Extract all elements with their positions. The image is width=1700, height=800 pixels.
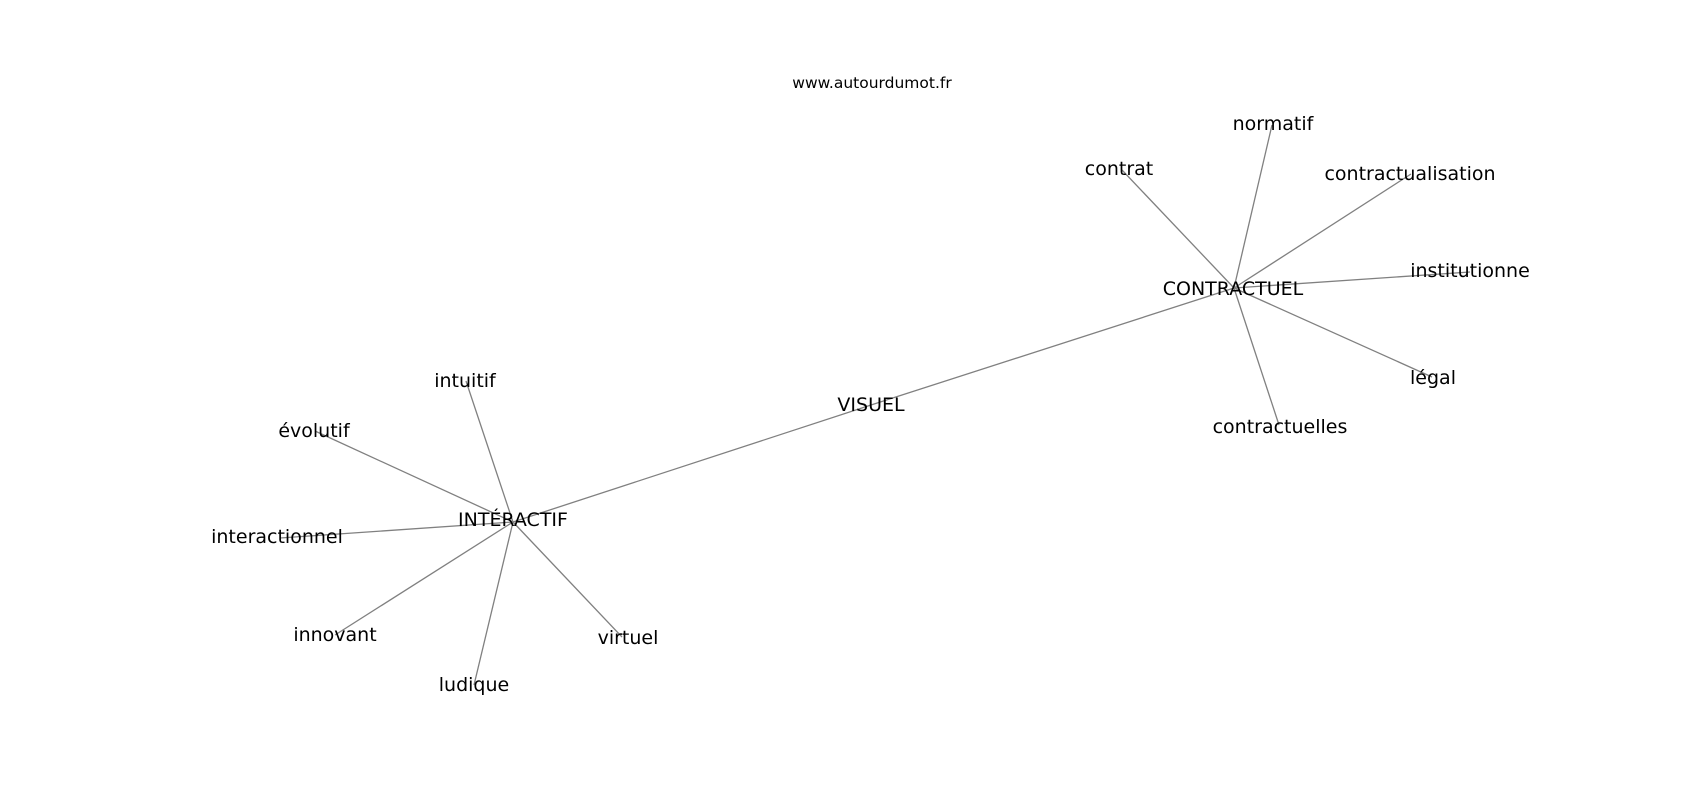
edge-interactif-ludique xyxy=(473,521,514,686)
node-contractualisation: contractualisation xyxy=(1324,163,1495,185)
edge-interactif-evolutif xyxy=(314,430,514,523)
node-ludique: ludique xyxy=(439,674,509,696)
edge-interactif-innovant xyxy=(334,521,514,636)
edge-contractuel-contractuelles xyxy=(1233,287,1280,426)
graph-node-labels: VISUEL INTÉRACTIF CONTRACTUEL intuitif é… xyxy=(211,113,1530,696)
node-normatif: normatif xyxy=(1233,113,1315,135)
edge-contractuel-institutionne xyxy=(1233,271,1471,289)
edge-contractuel-legal xyxy=(1233,287,1433,378)
edge-contractuel-normatif xyxy=(1233,124,1273,289)
node-virtuel: virtuel xyxy=(598,627,659,649)
node-legal: légal xyxy=(1410,367,1456,389)
node-contractuelles: contractuelles xyxy=(1213,416,1348,438)
node-contractuel: CONTRACTUEL xyxy=(1163,278,1304,300)
graph-edges xyxy=(279,124,1471,686)
edge-contractuel-contractualisation xyxy=(1233,173,1412,289)
site-credit: www.autourdumot.fr xyxy=(792,74,952,92)
node-innovant: innovant xyxy=(293,624,376,646)
node-interactif: INTÉRACTIF xyxy=(458,508,568,531)
node-contrat: contrat xyxy=(1085,158,1153,180)
edge-visuel-contractuel xyxy=(870,287,1235,406)
edge-interactif-intuitif xyxy=(465,380,514,523)
edge-contractuel-contrat xyxy=(1121,169,1235,289)
node-evolutif: évolutif xyxy=(278,420,351,442)
node-intuitif: intuitif xyxy=(434,370,497,392)
node-interactionnel: interactionnel xyxy=(211,526,343,548)
node-institutionne: institutionne xyxy=(1410,260,1530,282)
edge-interactif-virtuel xyxy=(512,521,623,638)
node-visuel: VISUEL xyxy=(837,394,905,416)
edge-interactif-interactionnel xyxy=(279,521,514,539)
edge-visuel-interactif xyxy=(512,404,872,523)
